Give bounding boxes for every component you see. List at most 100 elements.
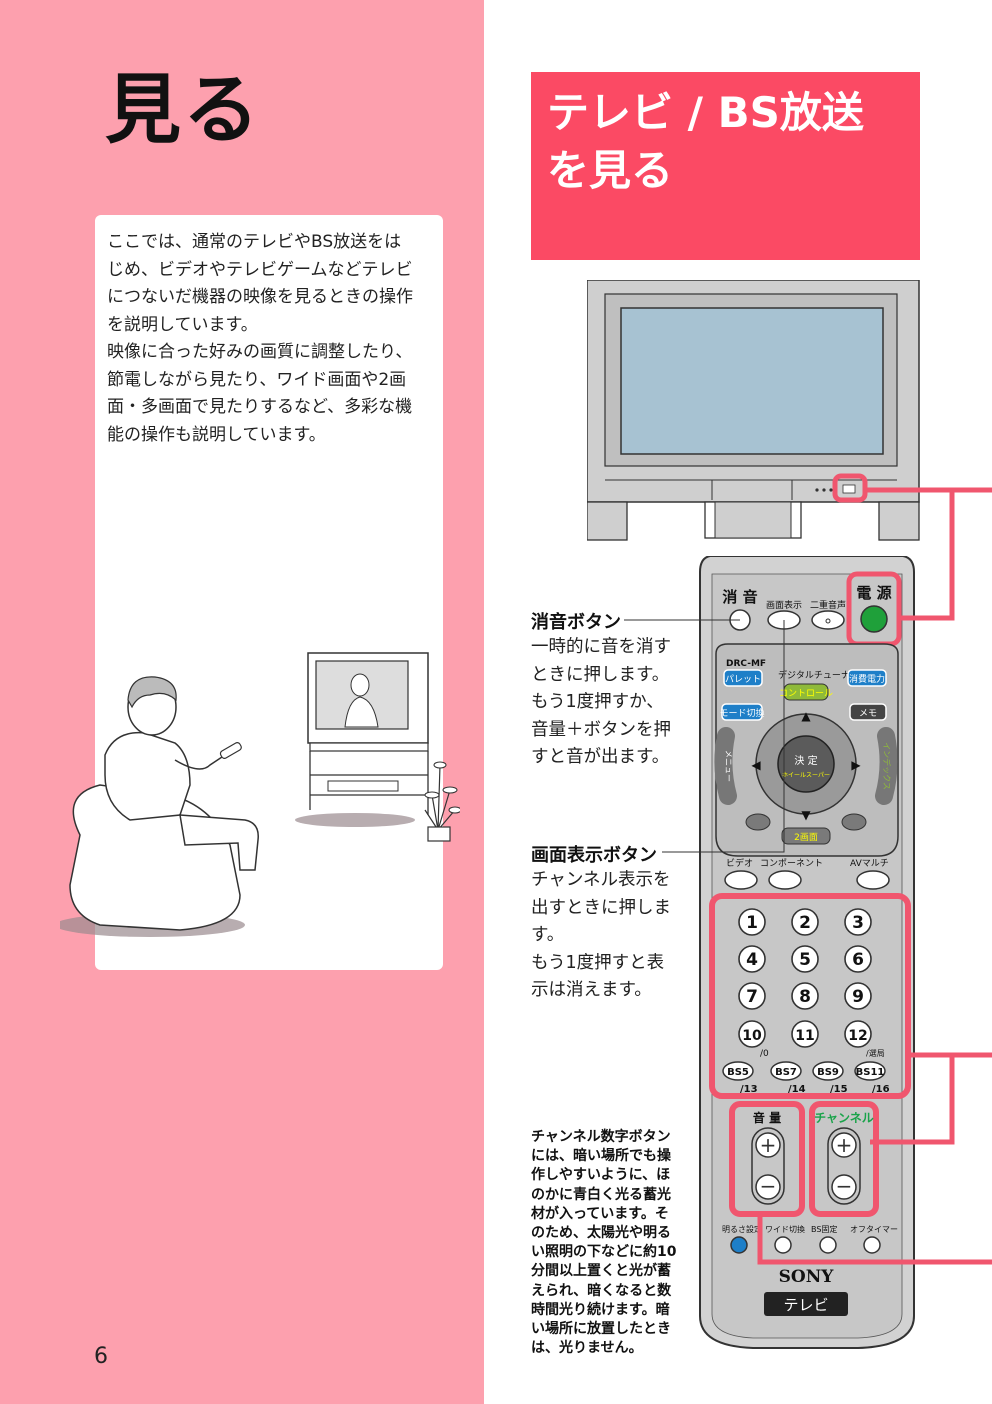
bs-key-sub-label: /13 — [740, 1084, 758, 1095]
controller-label: コントロール — [779, 689, 833, 699]
display-callout-label: 画面表示ボタン — [531, 845, 657, 866]
next-button[interactable] — [841, 813, 867, 831]
mute-callout-label: 消音ボタン — [531, 612, 621, 633]
index-button[interactable] — [875, 727, 898, 805]
number-key-label: 5 — [799, 950, 811, 970]
channel-up-button[interactable] — [831, 1132, 857, 1158]
av-multi-button[interactable] — [856, 870, 890, 890]
display-callout-desc: チャンネル表示を 出すときに押しま す。 もう1度押すと表 示は消えます。 — [531, 870, 671, 1000]
video-button[interactable] — [724, 870, 758, 890]
section-title: テレビ / BS放送 を見る — [547, 88, 864, 195]
bs-key-label: BS11 — [856, 1067, 885, 1078]
brand-logo: SONY — [779, 1267, 835, 1287]
mute-callout-desc: 一時的に音を消す ときに押します。 もう1度押すか、 音量＋ボタンを押 すと音が… — [531, 637, 671, 767]
power-label: 電 源 — [856, 584, 891, 602]
sub-12-label: /選局 — [866, 1048, 885, 1058]
number-key-label: 7 — [746, 987, 758, 1007]
palette-label: パレット — [725, 674, 761, 685]
section-header: テレビ / BS放送 を見る — [531, 72, 920, 260]
number-key-4[interactable] — [738, 945, 766, 973]
index-label: インデックス — [882, 742, 892, 790]
number-key-9[interactable] — [844, 982, 872, 1010]
svg-text:−: − — [760, 1174, 777, 1198]
page-number: 6 — [94, 1344, 108, 1369]
remote-control: 消 音 画面表示 二重音声 電 源 DRC-MF デジタルチューナー パレット … — [699, 556, 915, 1349]
component-button[interactable] — [768, 870, 802, 890]
dual-audio-button[interactable] — [811, 610, 845, 630]
power-saving-button[interactable] — [847, 669, 887, 687]
number-key-7[interactable] — [738, 982, 766, 1010]
sub-10-label: /0 — [760, 1049, 769, 1059]
bs-key-sub-label: /16 — [872, 1084, 890, 1095]
number-key-10[interactable] — [738, 1020, 766, 1048]
bs-key-BS7[interactable] — [770, 1061, 802, 1081]
bs-fixed-button[interactable] — [819, 1236, 837, 1254]
number-key-label: 1 — [746, 913, 758, 933]
number-key-label: 4 — [746, 950, 758, 970]
bs-key-BS5[interactable] — [722, 1061, 754, 1081]
digital-tuner-label: デジタルチューナー — [778, 669, 859, 681]
volume-down-button[interactable] — [755, 1174, 781, 1200]
power-button[interactable] — [860, 605, 888, 633]
brightness-label: 明るさ設定 — [722, 1224, 762, 1234]
number-key-label: 11 — [795, 1028, 814, 1044]
number-key-11[interactable] — [791, 1020, 819, 1048]
memo-label: メモ — [859, 709, 877, 719]
tv-illustration — [587, 280, 920, 541]
number-key-label: 8 — [799, 987, 811, 1007]
video-label: ビデオ — [726, 857, 753, 869]
svg-text:+: + — [836, 1133, 853, 1157]
two-screen-label: 2画面 — [794, 832, 818, 843]
svg-text:▼: ▼ — [801, 808, 811, 822]
power-saving-label: 消費電力 — [849, 673, 885, 685]
wide-label: ワイド切換 — [765, 1224, 805, 1234]
number-key-label: 12 — [848, 1028, 867, 1044]
channel-down-button[interactable] — [831, 1174, 857, 1200]
enter-label: 決 定 — [794, 754, 817, 767]
number-key-8[interactable] — [791, 982, 819, 1010]
page-title: 見る — [105, 65, 261, 154]
left-panel: 見る ここでは、通常のテレビやBS放送をは じめ、ビデオやテレビゲームなどテレビ… — [0, 0, 484, 1404]
wide-button[interactable] — [774, 1236, 792, 1254]
svg-text:▲: ▲ — [801, 709, 811, 723]
display-label: 画面表示 — [766, 599, 802, 611]
prev-button[interactable] — [745, 813, 771, 831]
channel-label: チャンネル — [814, 1111, 874, 1125]
off-timer-label: オフタイマー — [850, 1225, 898, 1234]
display-button[interactable] — [767, 610, 801, 630]
number-key-label: 3 — [852, 913, 864, 933]
component-label: コンポーネント — [760, 858, 823, 869]
number-key-label: 6 — [852, 950, 864, 970]
bs-key-label: BS9 — [817, 1067, 839, 1078]
number-key-label: 9 — [852, 987, 864, 1007]
menu-label: メニュー — [724, 750, 733, 782]
number-key-2[interactable] — [791, 908, 819, 936]
model-badge — [764, 1292, 848, 1316]
person-watching-tv-illustration — [60, 652, 460, 937]
number-key-1[interactable] — [738, 908, 766, 936]
bs-key-sub-label: /14 — [788, 1084, 806, 1095]
brightness-button[interactable] — [730, 1236, 748, 1254]
number-key-3[interactable] — [844, 908, 872, 936]
drc-label: DRC-MF — [726, 659, 766, 669]
bs-key-BS9[interactable] — [812, 1061, 844, 1081]
svg-text:+: + — [760, 1133, 777, 1157]
mute-label: 消 音 — [722, 588, 757, 606]
bs-fixed-label: BS固定 — [811, 1224, 837, 1234]
memo-button[interactable] — [849, 703, 887, 721]
intro-text: ここでは、通常のテレビやBS放送をは じめ、ビデオやテレビゲームなどテレビ につ… — [107, 232, 413, 445]
model-label: テレビ — [783, 1296, 828, 1314]
number-key-6[interactable] — [844, 945, 872, 973]
number-key-12[interactable] — [844, 1020, 872, 1048]
number-key-5[interactable] — [791, 945, 819, 973]
svg-text:−: − — [836, 1174, 853, 1198]
mute-button[interactable] — [729, 609, 751, 631]
volume-up-button[interactable] — [755, 1132, 781, 1158]
dual-audio-label: 二重音声 — [810, 599, 846, 611]
number-key-label: 10 — [742, 1028, 762, 1044]
off-timer-button[interactable] — [863, 1236, 881, 1254]
luminous-keys-note: チャンネル数字ボタン には、暗い場所でも操 作しやすいように、ほ のかに青白く光… — [531, 1129, 677, 1357]
bs-key-sub-label: /15 — [830, 1084, 848, 1095]
av-multi-label: AVマルチ — [850, 858, 889, 869]
